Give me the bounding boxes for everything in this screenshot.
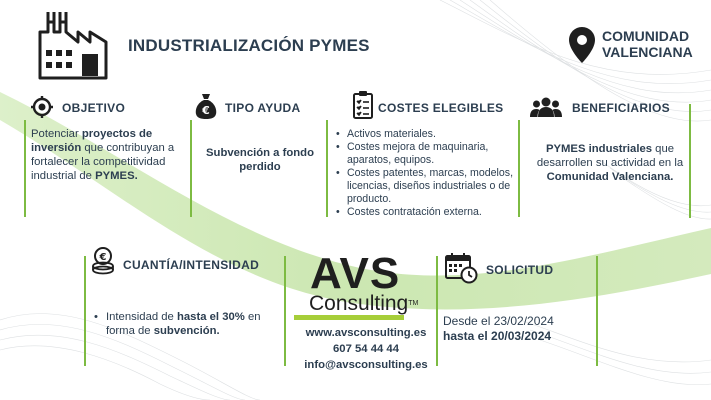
objetivo-title: OBJETIVO	[62, 101, 126, 115]
phone-number[interactable]: 607 54 44 44	[333, 343, 399, 355]
coins-icon: €	[92, 247, 114, 275]
money-bag-icon: €	[195, 94, 217, 119]
beneficiarios-title: BENEFICIARIOS	[572, 101, 670, 115]
factory-icon	[38, 12, 108, 80]
divider-line	[596, 256, 598, 366]
clipboard-checklist-icon	[353, 91, 373, 119]
contact-info: www.avsconsulting.es 607 54 44 44 info@a…	[296, 325, 436, 373]
solicitud-text: Desde el 23/02/2024 hasta el 20/03/2024	[443, 314, 554, 344]
list-item: Costes mejora de maquinaria, aparatos, e…	[336, 141, 514, 167]
region-label: COMUNIDAD VALENCIANA	[602, 28, 693, 60]
divider-line	[326, 120, 328, 217]
beneficiarios-text: PYMES industriales que desarrollen su ac…	[536, 143, 684, 183]
avs-logo: AVS	[310, 249, 401, 298]
costes-list: Activos materiales. Costes mejora de maq…	[336, 128, 514, 219]
calendar-clock-icon	[445, 253, 478, 284]
list-item: Costes patentes, marcas, modelos, licenc…	[336, 167, 514, 206]
divider-line	[84, 256, 86, 366]
location-pin-icon	[569, 27, 595, 63]
list-item: Costes contratación externa.	[336, 206, 514, 219]
divider-line	[284, 256, 286, 366]
avs-logo-underline	[294, 315, 404, 320]
divider-line	[518, 120, 520, 217]
divider-line	[689, 104, 691, 218]
region-line-1: COMUNIDAD	[602, 28, 690, 44]
tipo-ayuda-title: TIPO AYUDA	[225, 101, 301, 115]
svg-text:€: €	[201, 104, 210, 117]
page-title: INDUSTRIALIZACIÓN PYMES	[128, 36, 370, 55]
list-item: Activos materiales.	[336, 128, 514, 141]
region-line-2: VALENCIANA	[602, 44, 693, 60]
divider-line	[190, 120, 192, 217]
website-link[interactable]: www.avsconsulting.es	[305, 327, 427, 339]
target-icon	[31, 96, 53, 118]
tipo-ayuda-text: Subvención a fondo perdido	[206, 147, 314, 173]
people-group-icon	[530, 97, 562, 117]
email-link[interactable]: info@avsconsulting.es	[304, 359, 428, 371]
divider-line	[24, 120, 26, 217]
solicitud-end: hasta el 20/03/2024	[443, 329, 552, 343]
costes-title: COSTES ELEGIBLES	[378, 101, 504, 115]
svg-text:€: €	[99, 252, 107, 263]
divider-line	[436, 256, 438, 366]
cuantia-text: •Intensidad de hasta el 30% en forma de …	[94, 311, 261, 337]
avs-logo-consulting: ConsultingTM	[309, 292, 419, 315]
solicitud-title: SOLICITUD	[486, 263, 554, 277]
objetivo-text: Potenciar proyectos de inversión que con…	[31, 128, 175, 182]
solicitud-start: Desde el 23/02/2024	[443, 314, 554, 328]
cuantia-title: CUANTÍA/INTENSIDAD	[123, 258, 260, 272]
